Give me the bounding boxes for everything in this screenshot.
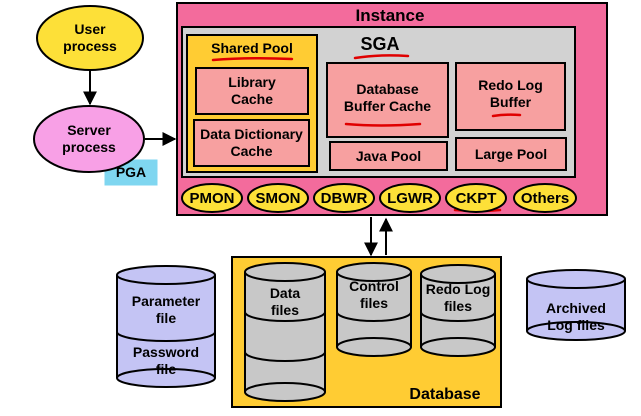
- redo-log-buffer-box: [455, 62, 566, 131]
- bg-process-lgwr: [379, 183, 441, 213]
- bg-process-others: [513, 183, 577, 213]
- data-dictionary-cache-box: [193, 119, 310, 167]
- parameter-password-files-disk: [116, 265, 216, 388]
- control-files-disk: [336, 262, 412, 357]
- java-pool-box: [329, 141, 448, 171]
- library-cache-box: [195, 67, 309, 115]
- archived-log-files-disk: [526, 269, 626, 341]
- bg-process-dbwr: [313, 183, 375, 213]
- large-pool-box: [455, 137, 567, 171]
- user-process-node: [36, 5, 144, 71]
- server-process-node: [33, 105, 145, 173]
- redo-log-files-disk: [420, 264, 496, 357]
- redo-buffer-underline: [491, 113, 522, 118]
- data-files-disk: [244, 262, 326, 402]
- shared-pool-underline: [211, 56, 294, 62]
- sga-underline: [353, 54, 410, 60]
- bg-process-pmon: [181, 183, 243, 213]
- bg-process-smon: [247, 183, 309, 213]
- bg-process-ckpt: [445, 183, 507, 213]
- buffer-cache-underline: [344, 122, 422, 127]
